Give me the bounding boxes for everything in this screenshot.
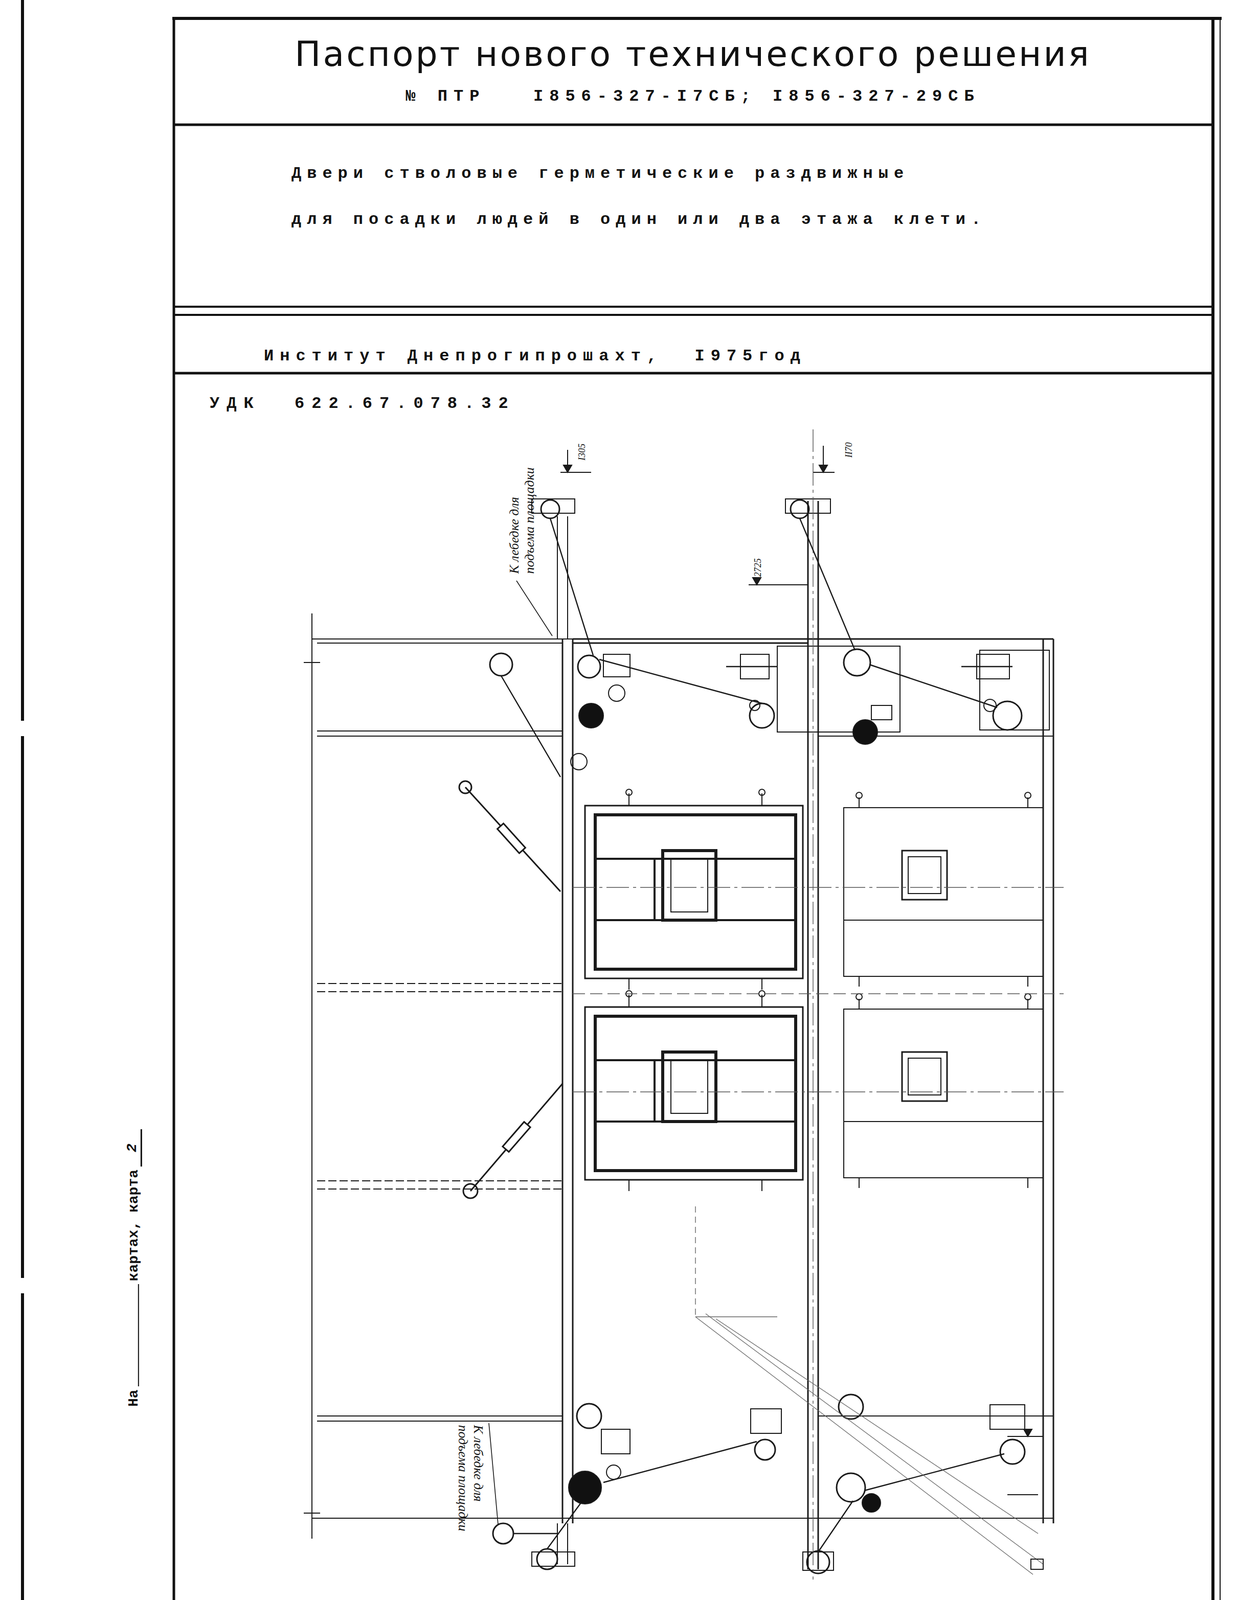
sheet-count: картах, карта [125,1169,142,1281]
door-assembly-drawing [303,429,1064,1581]
sheet-number: 2 [123,1129,142,1167]
winch-note: К лебедке для подъема площадки [455,1425,486,1541]
document-text: Двери стволовые герметические раздвижные [291,158,910,190]
page-frame [22,0,1222,1600]
document-text: для посадки людей в один или два этажа к… [291,204,987,236]
document-text: № ПТР I856-327-I7СБ; I856-327-29СБ [405,83,980,110]
document-title: Паспорт нового технического решения [294,32,1091,76]
fill-in-line [138,1284,140,1387]
elevation-mark: 2725 [752,558,764,577]
author-box: Институт Днепрогипрошахт, I975год [173,314,1212,374]
document-text: Институт Днепрогипрошахт, I975год [263,343,807,370]
sheet-count-line: На картах, карта 2 [123,1129,142,1408]
udc-code: УДК 622.67.078.32 [209,394,516,414]
subject-box: Двери стволовые герметические раздвижные… [173,124,1212,307]
elevation-mark: II70 [843,442,855,458]
header-box: Паспорт нового технического решения № ПТР… [173,18,1212,125]
elevation-mark: I305 [576,443,588,461]
sheet-count: На [125,1389,142,1408]
winch-note: К лебедке для подъема площадки [506,458,537,574]
